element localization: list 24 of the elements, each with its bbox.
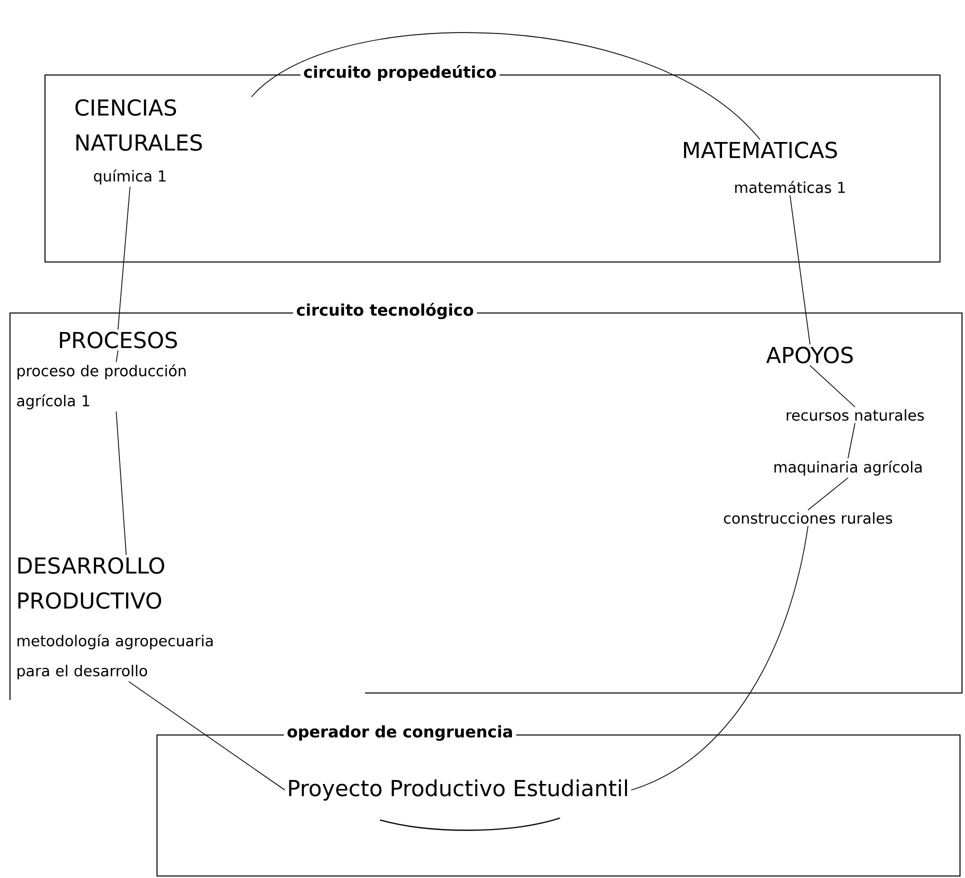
connector-line [116, 411, 127, 556]
heading-text: APOYOS [766, 346, 853, 364]
connector-line [128, 681, 286, 790]
heading-text: PROCESOS [60, 332, 177, 348]
item-text: maquinaria agrícola [774, 460, 922, 476]
connector-line [790, 194, 810, 345]
heading-text: MATEMATICAS [684, 142, 837, 158]
heading-text: CIENCIAS NATURALES [75, 99, 202, 151]
heading-text: Proyecto Productivo Estudiantil [289, 779, 627, 801]
connector-line [808, 477, 848, 510]
connector-line [630, 526, 808, 790]
item-text: construcciones rurales [724, 512, 892, 524]
connector-line [251, 32, 760, 140]
connector-line [118, 186, 130, 330]
node-label: circuito tecnológico [296, 302, 474, 320]
connector-line [848, 422, 856, 459]
connector-line [116, 350, 118, 362]
item-text: matemáticas 1 [735, 180, 845, 194]
item-text: recursos naturales [786, 409, 924, 421]
item-text: metodología agropecuaria para el desarrollo [18, 634, 213, 680]
connector-line [810, 365, 856, 408]
heading-text: DESARROLLO PRODUCTIVO [18, 557, 164, 609]
item-text: química 1 [94, 169, 166, 185]
item-text: proceso de producción agrícola 1 [17, 364, 186, 410]
